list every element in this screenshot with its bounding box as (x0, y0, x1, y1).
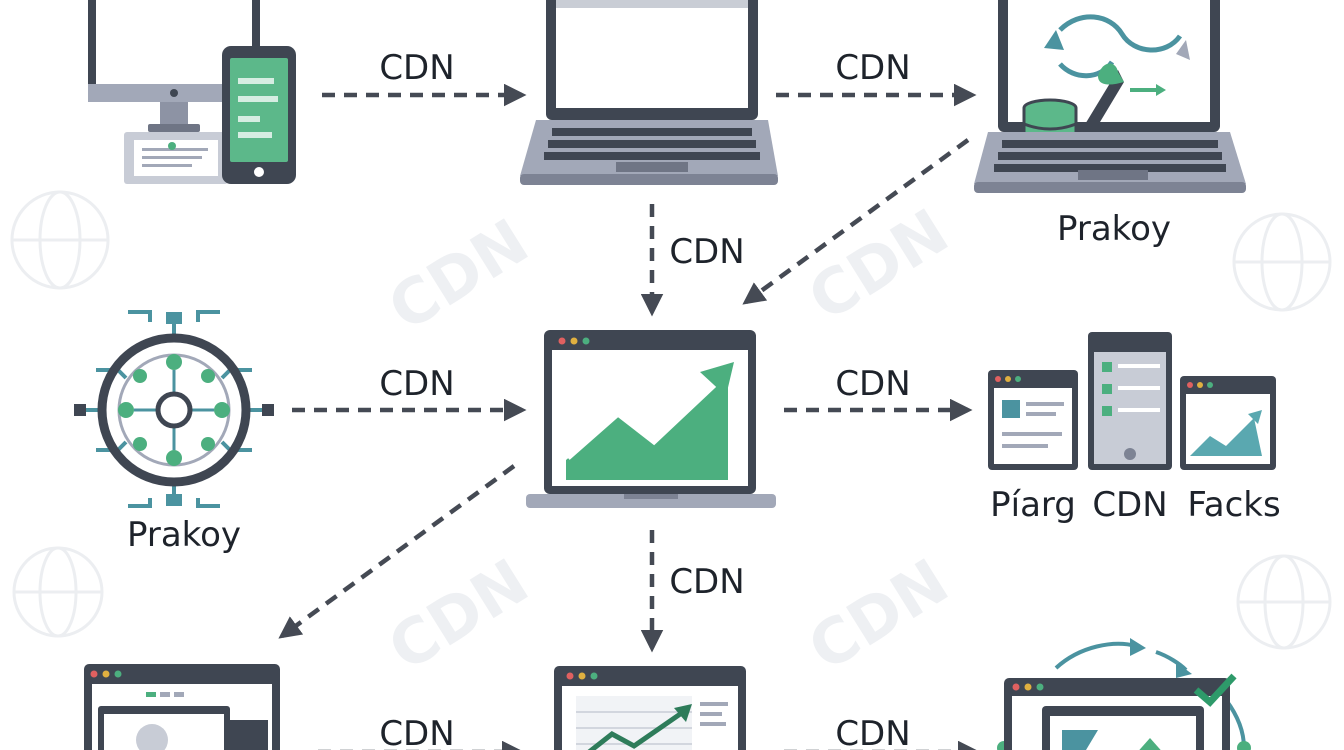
edges (278, 83, 981, 750)
edge-label: CDN (835, 714, 910, 750)
edge-arrow (742, 138, 970, 305)
group-label: CDN (1092, 485, 1167, 525)
globe-watermark-icon (10, 190, 1332, 650)
laptop-growth-chart-icon (526, 330, 776, 508)
watermark: CDN (796, 194, 961, 335)
network-hub-icon (74, 310, 274, 508)
node-label: Prakoy (1057, 209, 1171, 249)
edge-label: CDN (835, 48, 910, 88)
watermark: CDN (376, 544, 541, 685)
laptop-icon (520, 0, 778, 185)
browser-chart-icon (554, 666, 746, 750)
group-label: Facks (1187, 485, 1280, 525)
browser-profile-icon (84, 664, 280, 750)
desktop-and-phone-icon (88, 0, 296, 184)
group-label: Píarg (990, 485, 1076, 525)
edge-label: CDN (669, 562, 744, 602)
laptop-database-sync-icon (974, 0, 1246, 193)
browser-sync-icon (997, 638, 1251, 750)
node-label: Prakoy (127, 515, 241, 555)
edge-label: CDN (379, 714, 454, 750)
edge-arrow (278, 464, 516, 639)
watermark: CDN (796, 544, 961, 685)
edge-label: CDN (669, 232, 744, 272)
watermark: CDN (376, 204, 541, 345)
browser-windows-group-icon (988, 332, 1276, 470)
edge-label: CDN (379, 48, 454, 88)
edge-label: CDN (379, 364, 454, 404)
edge-label: CDN (835, 364, 910, 404)
